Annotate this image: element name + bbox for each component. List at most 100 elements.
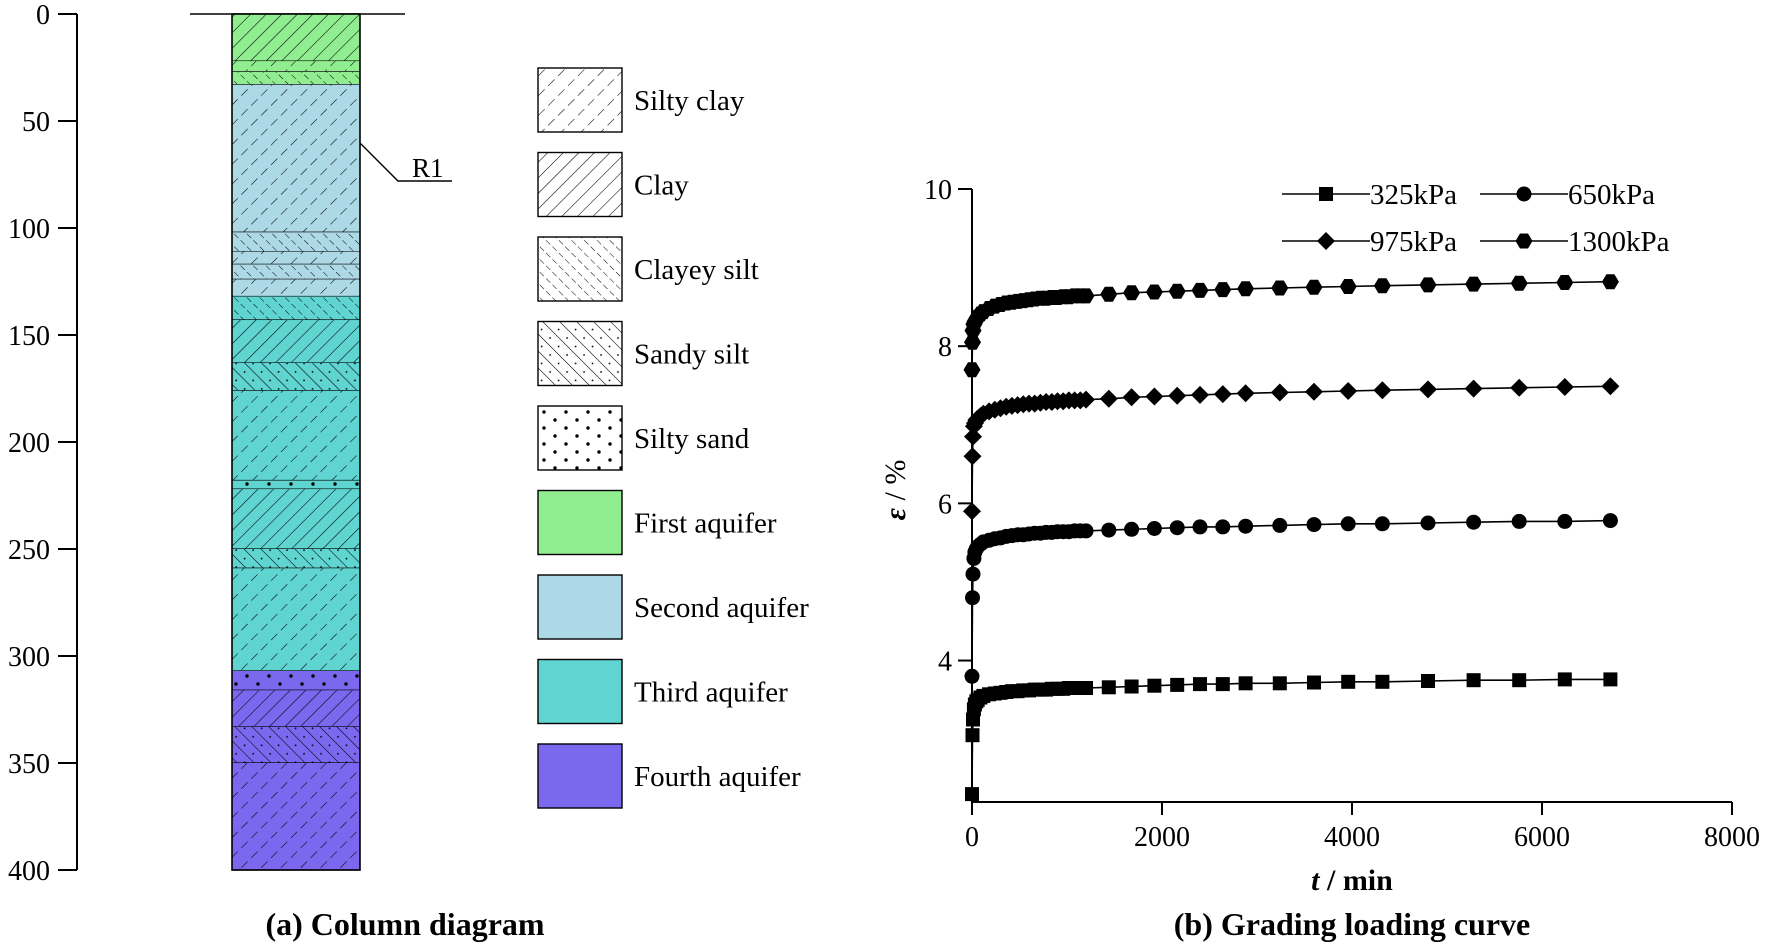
legend-marker-diamond bbox=[1317, 232, 1335, 250]
layer-pattern-silty-clay bbox=[232, 568, 360, 671]
data-point-hexagon bbox=[1237, 281, 1255, 297]
legend-item: Sandy silt bbox=[537, 320, 749, 387]
layer-pattern-silty-sand bbox=[232, 670, 360, 691]
legend-entry: 325kPa bbox=[1282, 179, 1457, 211]
series-line bbox=[971, 519, 1611, 677]
data-point-square bbox=[1603, 672, 1618, 687]
y-tick-label: 8 bbox=[938, 332, 952, 363]
legend-swatch-border bbox=[537, 489, 623, 556]
series-975kPa bbox=[963, 377, 1620, 521]
depth-tick-label: 150 bbox=[8, 321, 50, 352]
legend-label: Silty sand bbox=[634, 423, 750, 455]
x-axis-unit: / min bbox=[1319, 864, 1393, 897]
data-point-hexagon bbox=[1214, 282, 1232, 298]
legend-marker-square bbox=[1319, 187, 1333, 201]
y-axis-unit: / % bbox=[879, 460, 912, 508]
series-legend: 325kPa 650kPa 975kPa 1300kPa bbox=[1282, 179, 1670, 258]
column-diagram-caption: (a) Column diagram bbox=[265, 906, 544, 942]
data-point-hexagon bbox=[1145, 284, 1163, 300]
legend-swatch-border bbox=[537, 658, 623, 725]
data-point-square bbox=[1193, 677, 1207, 692]
x-axis-label: t / min bbox=[1311, 864, 1393, 897]
data-point-hexagon bbox=[1373, 278, 1391, 294]
data-point-circle bbox=[1340, 516, 1356, 532]
series-line bbox=[971, 678, 1611, 795]
data-point-circle bbox=[1466, 514, 1482, 530]
data-point-circle bbox=[1511, 513, 1527, 529]
y-tick-label: 6 bbox=[938, 489, 952, 520]
data-point-hexagon bbox=[1168, 283, 1186, 299]
x-tick-label: 6000 bbox=[1514, 822, 1570, 853]
data-point-diamond bbox=[1122, 388, 1141, 407]
layer-pattern-sandy-silt bbox=[232, 362, 360, 391]
depth-tick-label: 300 bbox=[8, 642, 50, 673]
legend-label: Third aquifer bbox=[634, 677, 788, 709]
layer-pattern-clay bbox=[232, 14, 360, 62]
data-point-circle bbox=[1192, 519, 1208, 535]
series-650kPa bbox=[964, 513, 1618, 684]
data-point-square bbox=[1101, 680, 1116, 695]
data-point-square bbox=[1512, 673, 1527, 688]
data-point-hexagon bbox=[1510, 275, 1528, 291]
data-point-square bbox=[1557, 672, 1572, 687]
data-point-diamond bbox=[1305, 382, 1323, 401]
data-point-hexagon bbox=[1191, 282, 1209, 298]
x-tick-label: 4000 bbox=[1324, 822, 1380, 853]
data-point-diamond bbox=[1339, 382, 1358, 400]
legend-entry: 1300kPa bbox=[1480, 226, 1670, 258]
data-point-diamond bbox=[1555, 378, 1574, 396]
depth-tick-label: 200 bbox=[8, 428, 50, 459]
legend-label: 650kPa bbox=[1568, 179, 1655, 211]
legend-swatch-border bbox=[537, 743, 623, 809]
series-325kPa bbox=[965, 672, 1618, 802]
data-point-square bbox=[965, 787, 979, 802]
legend-swatch-pattern bbox=[538, 68, 622, 132]
legend-label: 975kPa bbox=[1370, 226, 1457, 258]
legend-swatch-fill bbox=[538, 490, 622, 555]
legend-label: 1300kPa bbox=[1568, 226, 1670, 258]
legend-item: Clay bbox=[537, 151, 689, 218]
data-point-diamond bbox=[1168, 386, 1187, 405]
data-point-diamond bbox=[1145, 387, 1164, 406]
layer-pattern-clayey-silt bbox=[232, 264, 360, 280]
legend-item: Silty sand bbox=[537, 405, 750, 471]
loading-curve-caption: (b) Grading loading curve bbox=[1174, 906, 1530, 942]
legend-swatch-border bbox=[537, 236, 623, 302]
r1-leader-line bbox=[359, 142, 452, 182]
data-point-diamond bbox=[1510, 378, 1529, 397]
x-tick-label: 0 bbox=[965, 822, 979, 853]
data-point-diamond bbox=[1191, 385, 1209, 404]
data-point-square bbox=[965, 728, 980, 743]
data-point-hexagon bbox=[1123, 285, 1141, 301]
data-point-square bbox=[1421, 674, 1435, 688]
data-point-diamond bbox=[1601, 377, 1620, 396]
data-point-circle bbox=[1169, 520, 1185, 536]
legend-swatch-border bbox=[537, 151, 623, 218]
data-point-circle bbox=[1374, 516, 1390, 532]
depth-tick-label: 400 bbox=[8, 856, 50, 887]
data-point-square bbox=[1079, 681, 1093, 695]
layer-pattern-silty-clay bbox=[232, 251, 360, 265]
depth-tick-label: 350 bbox=[8, 749, 50, 780]
column-layers bbox=[231, 13, 361, 871]
legend-label: Second aquifer bbox=[634, 592, 809, 624]
y-tick-label: 4 bbox=[938, 647, 952, 678]
legend-item: Clayey silt bbox=[537, 236, 759, 302]
legend-label: 325kPa bbox=[1370, 179, 1457, 211]
data-point-circle bbox=[1238, 518, 1254, 534]
data-point-circle bbox=[1557, 513, 1573, 529]
layer-pattern-silty-clay bbox=[232, 390, 360, 481]
layer-pattern-silty-sand bbox=[232, 480, 360, 490]
r1-marker: R1 bbox=[359, 142, 452, 183]
legend-swatch-pattern bbox=[538, 237, 622, 301]
data-point-hexagon bbox=[1305, 279, 1323, 295]
layer-pattern-clayey-silt bbox=[232, 232, 360, 252]
data-point-square bbox=[1307, 675, 1321, 690]
legend-marker-circle bbox=[1516, 186, 1532, 202]
legend-item: Second aquifer bbox=[537, 574, 809, 640]
legend-label: Clayey silt bbox=[634, 254, 759, 286]
data-point-circle bbox=[1420, 515, 1436, 531]
data-point-square bbox=[1170, 677, 1185, 692]
data-point-hexagon bbox=[963, 362, 981, 378]
